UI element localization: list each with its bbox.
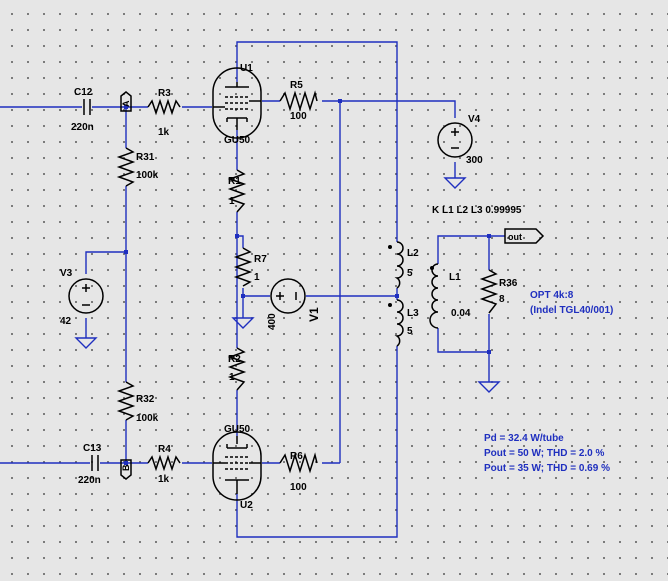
net-b-label: B <box>121 464 131 471</box>
net-a-label: A <box>121 100 131 107</box>
voltage-source-v3 <box>68 278 104 314</box>
inductor-l3 <box>394 299 404 347</box>
r5-label: R5 <box>290 80 303 91</box>
u1-label: U1 <box>240 63 253 74</box>
resistor-r4 <box>147 454 181 472</box>
opt-note-line-2: (Indel TGL40/001) <box>530 305 613 316</box>
resistor-r7 <box>233 247 253 287</box>
r6-label: R6 <box>290 451 303 462</box>
r1-value: 1 <box>229 196 235 207</box>
l3-label: L3 <box>407 308 419 319</box>
l1-dot <box>430 266 434 270</box>
r36-label: R36 <box>499 278 518 289</box>
junction-node <box>124 461 128 465</box>
result-note-2: Pout = 50 W; THD = 2.0 % <box>484 448 605 459</box>
junction-node <box>235 234 239 238</box>
inductor-l1 <box>429 263 439 329</box>
c13-value: 220n <box>78 475 101 486</box>
inductor-l2 <box>394 241 404 289</box>
resistor-r3 <box>147 98 181 116</box>
resistor-r2 <box>227 347 247 391</box>
r36-value: 8 <box>499 294 505 305</box>
l2-dot <box>388 245 392 249</box>
junction-node <box>338 99 342 103</box>
v1-label: V1 <box>307 307 321 322</box>
capacitor-c13 <box>91 455 99 471</box>
junction-node <box>395 294 399 298</box>
capacitor-c12 <box>83 99 91 115</box>
r6-value: 100 <box>290 482 307 493</box>
u1-model: GU50 <box>224 135 251 146</box>
resistor-r1 <box>227 169 247 213</box>
r3-value: 1k <box>158 127 170 138</box>
l2-value: 5 <box>407 268 413 279</box>
u2-model: GU50 <box>224 424 251 435</box>
net-flag-b <box>120 459 132 480</box>
r4-label: R4 <box>158 444 171 455</box>
tube-u1 <box>212 67 262 139</box>
r1-label: R1 <box>228 176 241 187</box>
c12-value: 220n <box>71 122 94 133</box>
l1-label: L1 <box>449 272 461 283</box>
ground-symbol <box>74 337 98 349</box>
v3-value: 42 <box>60 316 72 327</box>
tube-u2 <box>212 431 262 501</box>
v4-value: 300 <box>466 155 483 166</box>
r5-value: 100 <box>290 111 307 122</box>
r2-label: R2 <box>228 354 241 365</box>
r7-label: R7 <box>254 254 267 265</box>
r2-value: 1 <box>229 372 235 383</box>
junction-node <box>124 105 128 109</box>
resistor-r31 <box>116 147 136 187</box>
net-out-label: out <box>508 232 522 242</box>
r32-label: R32 <box>136 394 155 405</box>
coupling-directive: K L1 L2 L3 0.99995 <box>432 205 522 216</box>
l3-value: 5 <box>407 326 413 337</box>
junction-node <box>487 234 491 238</box>
r4-value: 1k <box>158 474 170 485</box>
r32-value: 100k <box>136 413 159 424</box>
r31-value: 100k <box>136 170 159 181</box>
v1-value: 400 <box>267 313 278 330</box>
r31-label: R31 <box>136 152 155 163</box>
resistor-r36 <box>479 269 499 314</box>
ground-symbol <box>443 177 467 189</box>
v3-label: V3 <box>60 268 73 279</box>
c13-label: C13 <box>83 443 102 454</box>
l1-value: 0.04 <box>451 308 471 319</box>
r7-value: 1 <box>254 272 260 283</box>
opt-note-line-1: OPT 4k:8 <box>530 290 574 301</box>
result-note-3: Pout = 35 W; THD = 0.69 % <box>484 463 610 474</box>
v4-label: V4 <box>468 114 481 125</box>
junction-node <box>124 250 128 254</box>
ground-symbol <box>477 381 501 393</box>
u2-label: U2 <box>240 500 253 511</box>
junctions <box>124 99 491 465</box>
net-flag-a <box>120 91 132 112</box>
l3-dot <box>388 303 392 307</box>
junction-node <box>241 294 245 298</box>
result-note-1: Pd = 32.4 W/tube <box>484 433 564 444</box>
l2-label: L2 <box>407 248 419 259</box>
voltage-source-v4 <box>437 122 473 158</box>
resistor-r32 <box>116 381 136 421</box>
junction-node <box>487 350 491 354</box>
resistor-r6 <box>279 452 318 474</box>
voltage-source-v1 <box>270 278 306 314</box>
resistor-r5 <box>279 90 318 112</box>
net-flag-out <box>504 228 545 244</box>
wires <box>0 41 505 538</box>
ground-symbol <box>231 317 255 329</box>
r3-label: R3 <box>158 88 171 99</box>
c12-label: C12 <box>74 87 93 98</box>
